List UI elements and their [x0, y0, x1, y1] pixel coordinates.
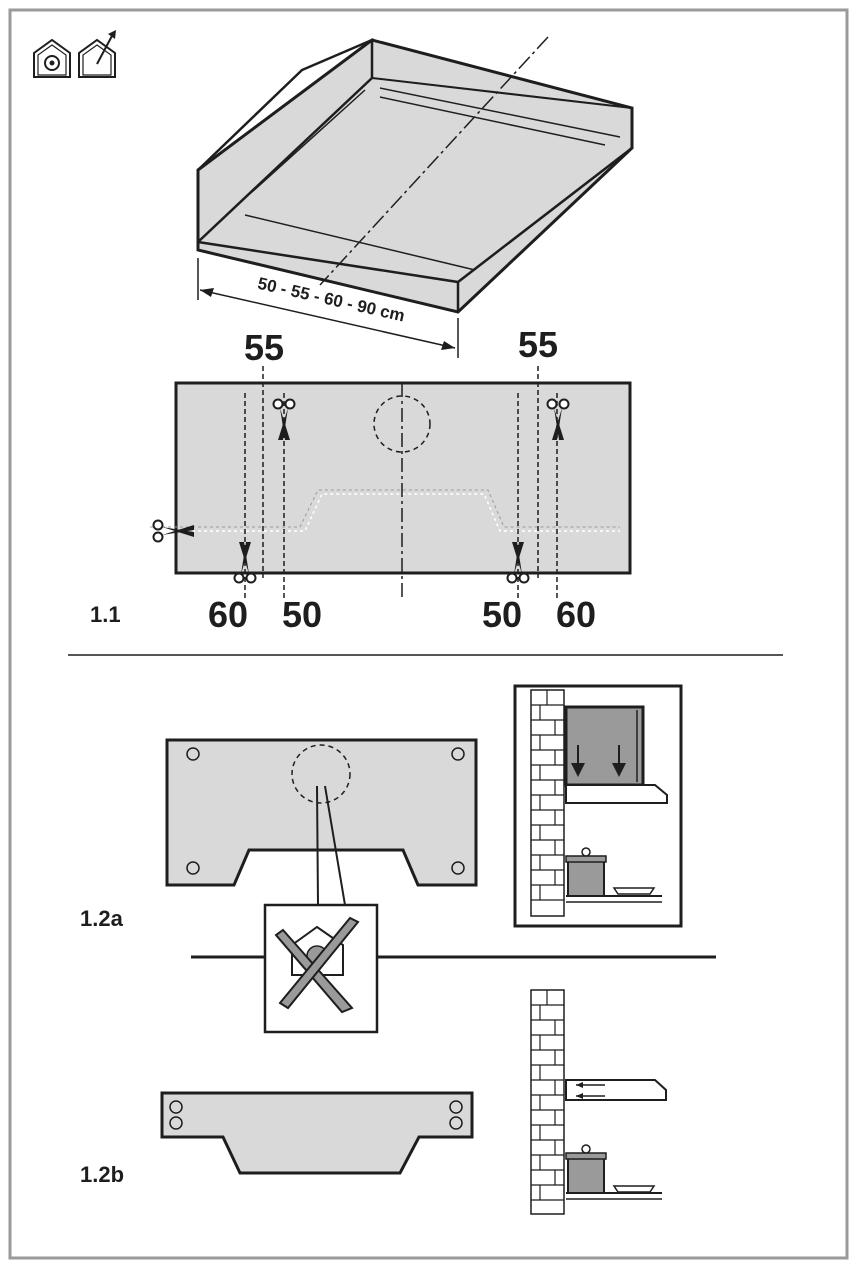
kitchen-scene-recirculation	[513, 684, 683, 928]
cutting-template	[150, 366, 632, 600]
figure-label-1-2b: 1.2b	[80, 1162, 124, 1187]
panel-with-hole	[165, 738, 478, 906]
cut-mark-60-left: 60	[208, 594, 248, 635]
cut-mark-55-left: 55	[244, 327, 284, 368]
kitchen-scene-extraction	[530, 989, 667, 1215]
cut-mark-50-right: 50	[482, 594, 522, 635]
extraction-mode-icon	[78, 30, 116, 78]
page-border	[8, 8, 849, 1260]
cut-mark-60-right: 60	[556, 594, 596, 635]
cut-mark-50-left: 50	[282, 594, 322, 635]
figure-label-1-1: 1.1	[90, 602, 121, 627]
hood-panel-3d	[196, 36, 634, 358]
cut-mark-55-right: 55	[518, 324, 558, 365]
panel-extraction	[160, 1091, 474, 1175]
airflow-arrow-icon	[571, 745, 626, 777]
figure-label-1-2a: 1.2a	[80, 906, 124, 931]
no-filter-icon	[263, 903, 379, 1034]
airflow-arrow-icon	[576, 1082, 605, 1099]
recirculation-mode-icon	[33, 38, 71, 78]
